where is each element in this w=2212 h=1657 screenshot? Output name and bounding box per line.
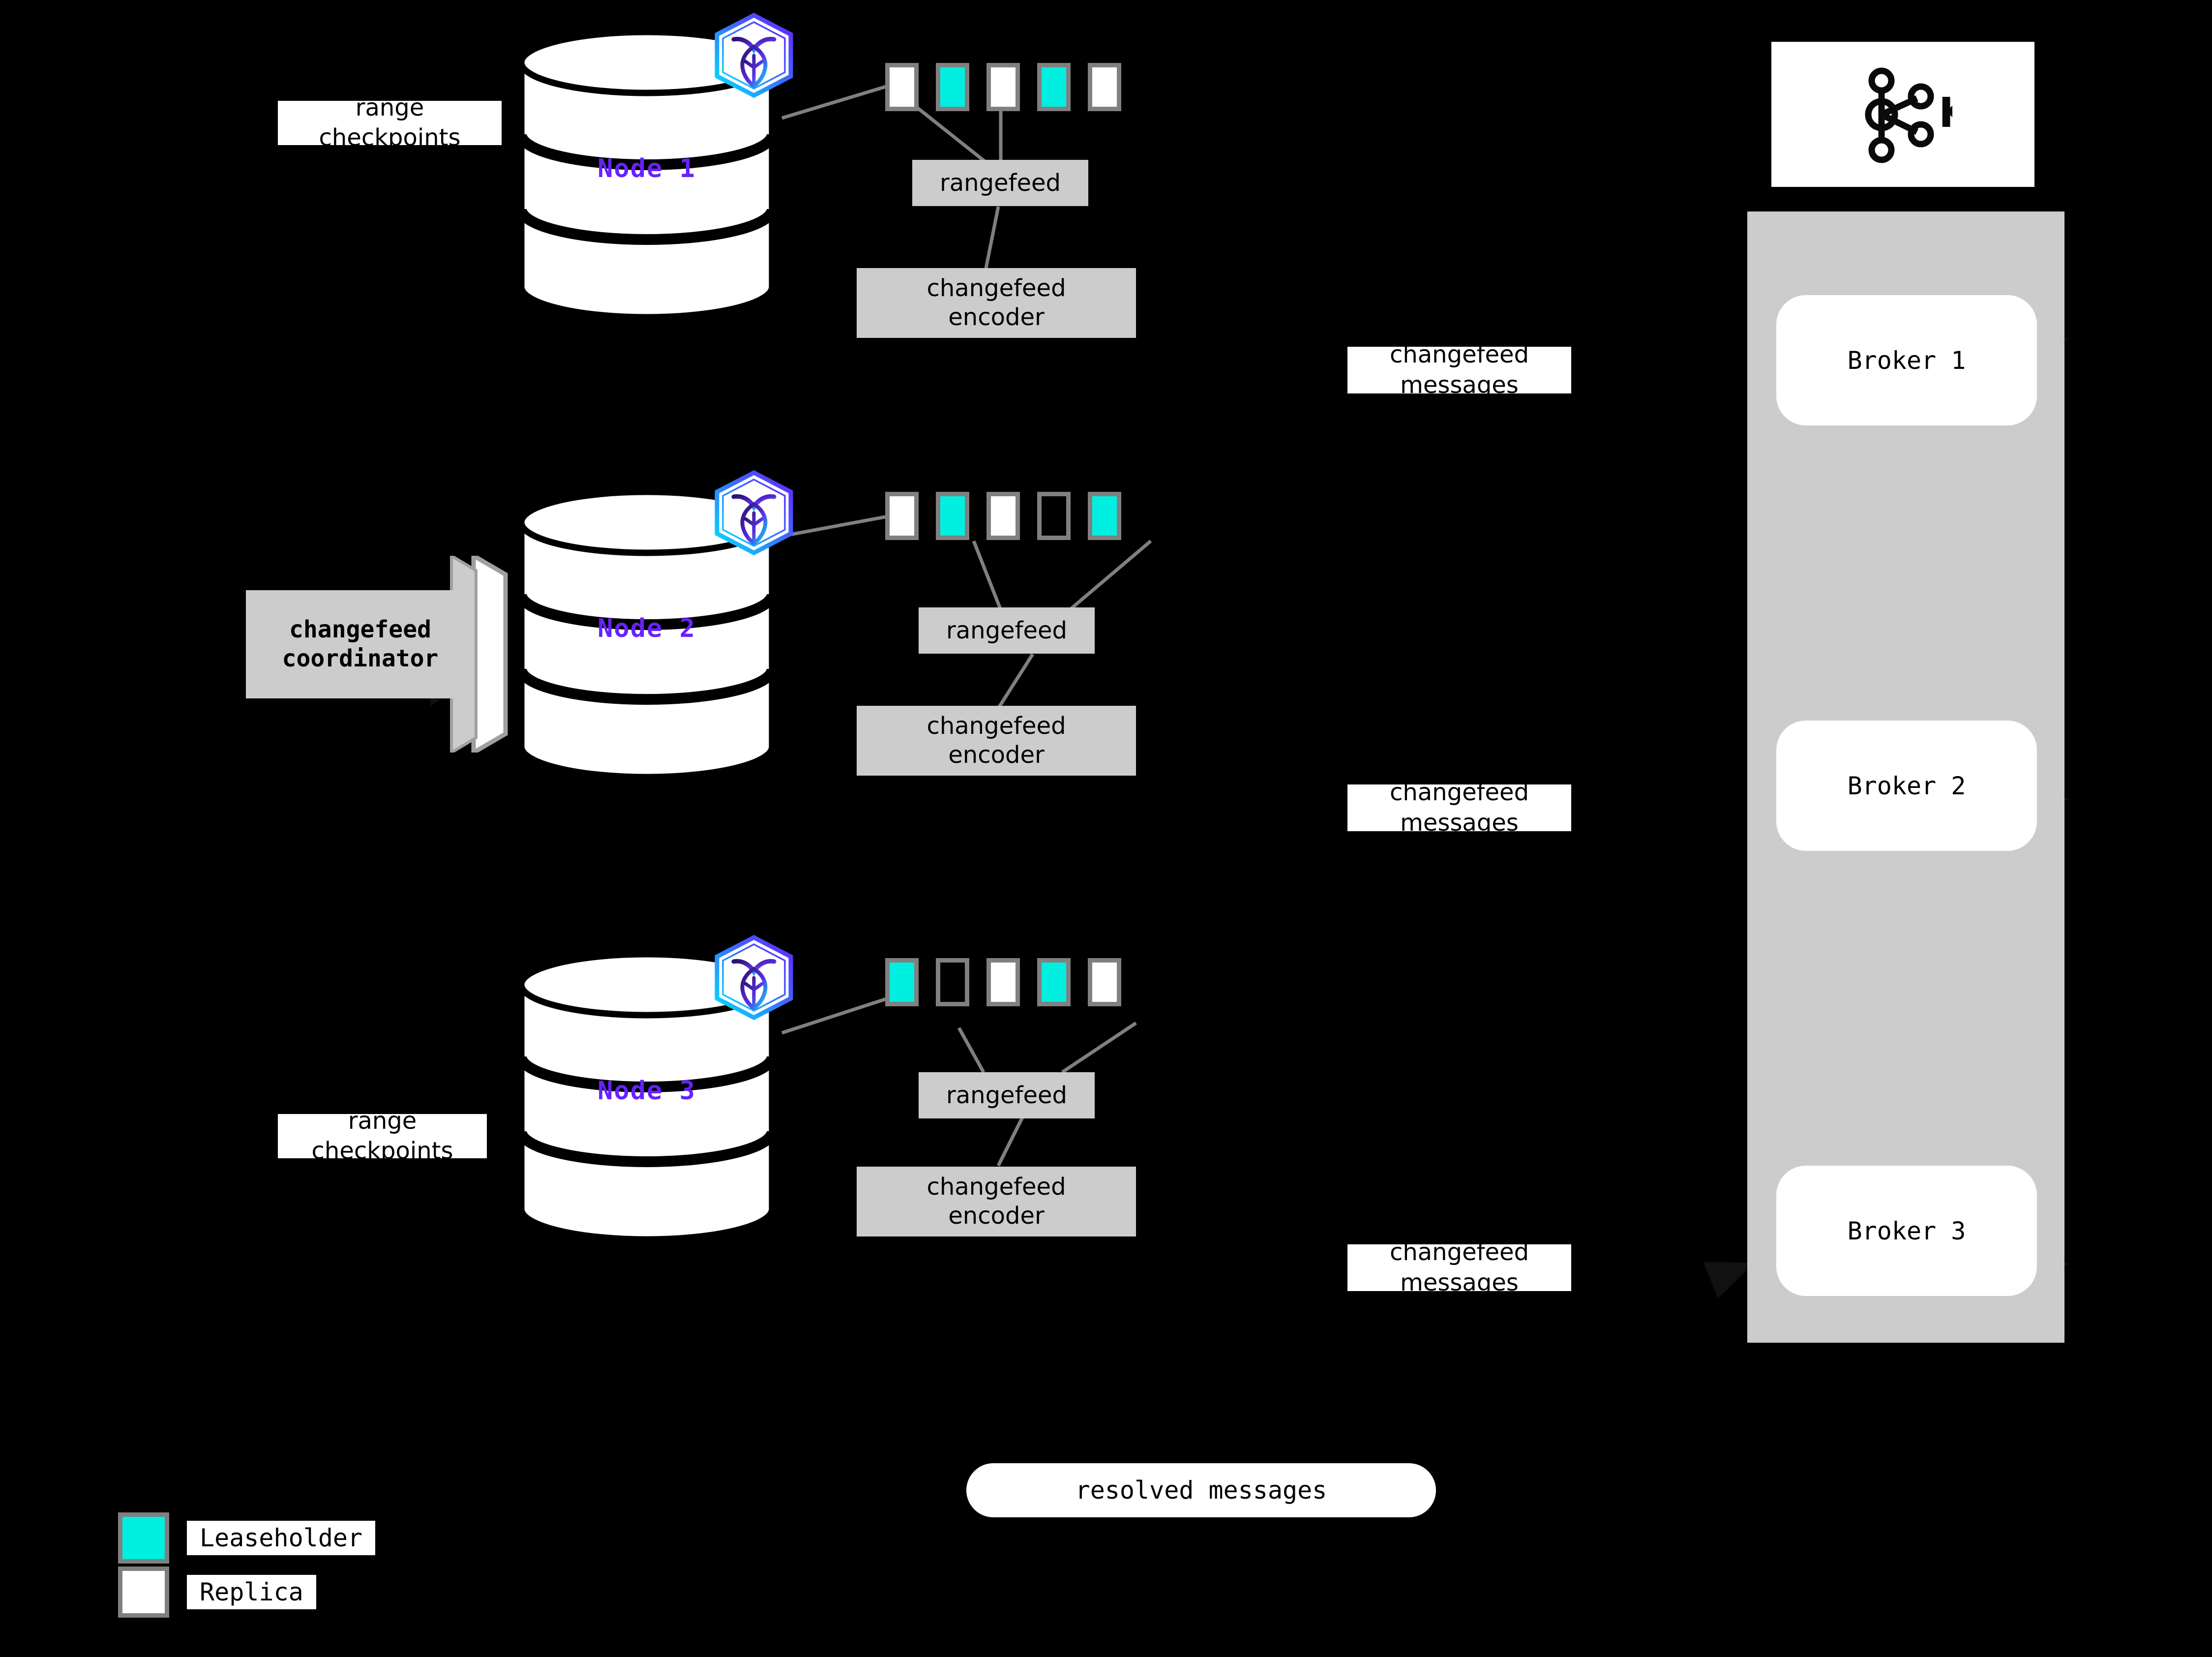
kafka-broker-3[interactable]: Broker 3: [1776, 1166, 2037, 1296]
node-3-label: Node 3: [598, 1076, 696, 1106]
kafka-logo-icon: Kafka: [1865, 67, 1952, 163]
node-3-changefeed-encoder-box: changefeed encoder: [857, 1167, 1136, 1236]
encoder-line-1: changefeed: [927, 712, 1066, 740]
encoder-line-1: changefeed: [927, 274, 1066, 302]
node-1-range-checkpoints-label: range checkpoints: [278, 94, 502, 151]
encoder-line-2: encoder: [948, 741, 1045, 769]
node-3-range-row: [885, 958, 1138, 1006]
messages-line-1: changefeed: [1389, 341, 1529, 369]
legend-swatch-leaseholder: [118, 1512, 169, 1564]
legend-item-leaseholder: Leaseholder: [118, 1512, 376, 1564]
node-3-rangefeed-box: rangefeed: [919, 1072, 1095, 1118]
messages-line-2: messages: [1400, 371, 1519, 399]
node-2-cylinder: Node 2: [516, 487, 777, 782]
legend-label-leaseholder: Leaseholder: [187, 1521, 376, 1555]
messages-line-2: messages: [1400, 809, 1519, 837]
encoder-line-1: changefeed: [927, 1173, 1066, 1201]
coordinator-line-2: coordinator: [282, 645, 439, 672]
node-3-cylinder: Node 3: [516, 949, 777, 1244]
range-box: [1088, 63, 1121, 111]
range-box: [986, 63, 1020, 111]
node-3-changefeed-messages-label: changefeed messages: [1347, 1238, 1571, 1296]
range-box: [1037, 958, 1071, 1006]
changefeed-coordinator-box: changefeed coordinator: [246, 590, 475, 698]
range-box: [936, 492, 969, 540]
resolved-messages-pill: resolved messages: [966, 1463, 1436, 1517]
encoder-line-2: encoder: [948, 303, 1045, 331]
cockroachdb-hexagon-icon: [712, 470, 796, 556]
range-box: [936, 958, 969, 1006]
kafka-broker-2[interactable]: Broker 2: [1776, 721, 2037, 851]
legend-item-replica: Replica: [118, 1567, 316, 1618]
node-1-changefeed-encoder-box: changefeed encoder: [857, 268, 1136, 338]
range-box: [986, 958, 1020, 1006]
coordinator-line-1: changefeed: [289, 616, 431, 644]
node-1-range-row: [885, 63, 1138, 111]
legend-label-replica: Replica: [187, 1575, 316, 1609]
range-box: [936, 63, 969, 111]
range-box: [1088, 492, 1121, 540]
kafka-broker-1[interactable]: Broker 1: [1776, 295, 2037, 425]
node-2-range-row: [885, 492, 1138, 540]
range-box: [1037, 63, 1071, 111]
range-box: [885, 63, 919, 111]
checkpoints-line-2: checkpoints: [319, 124, 461, 151]
legend-swatch-replica: [118, 1567, 169, 1618]
node-2-label: Node 2: [598, 614, 696, 643]
encoder-line-2: encoder: [948, 1202, 1045, 1230]
node-1-rangefeed-box: rangefeed: [912, 160, 1088, 206]
checkpoints-line-2: checkpoints: [311, 1137, 453, 1165]
range-box: [1088, 958, 1121, 1006]
node-2-rangefeed-box: rangefeed: [919, 607, 1095, 654]
node-3-range-checkpoints-label: range checkpoints: [278, 1107, 487, 1165]
messages-line-1: changefeed: [1389, 1238, 1529, 1266]
messages-line-1: changefeed: [1389, 779, 1529, 807]
messages-line-2: messages: [1400, 1268, 1519, 1296]
node-2-changefeed-messages-label: changefeed messages: [1347, 779, 1571, 837]
checkpoints-line-1: range: [348, 1107, 417, 1135]
range-box: [986, 492, 1020, 540]
range-box: [885, 958, 919, 1006]
node-2-changefeed-encoder-box: changefeed encoder: [857, 706, 1136, 776]
node-1-changefeed-messages-label: changefeed messages: [1347, 341, 1571, 399]
cockroachdb-hexagon-icon: [712, 934, 796, 1021]
node-1-label: Node 1: [598, 154, 696, 183]
range-box: [1037, 492, 1071, 540]
kafka-wordmark: Kafka: [1939, 89, 1952, 137]
kafka-logo-box: Kafka: [1771, 42, 2034, 187]
range-box: [885, 492, 919, 540]
cockroachdb-hexagon-icon: [712, 12, 796, 98]
checkpoints-line-1: range: [355, 93, 424, 121]
